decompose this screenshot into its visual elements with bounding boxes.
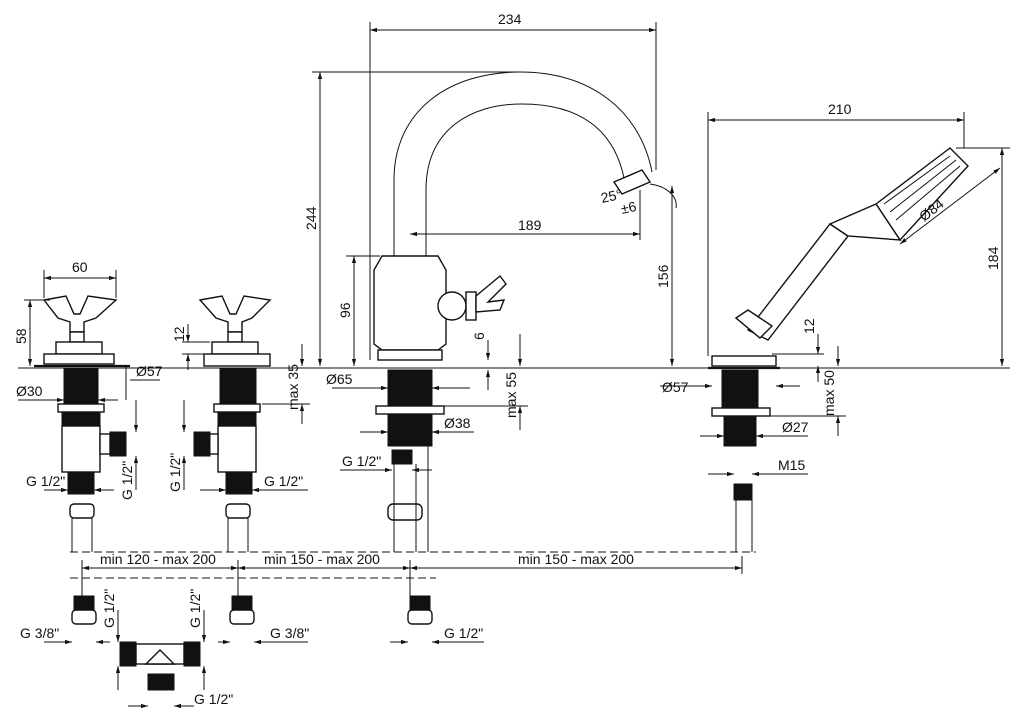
dim-max-55: max 55 [503,372,519,418]
dim-conn-half-c: G 1/2" [26,473,65,489]
dim-body-height: 96 [337,302,353,318]
dim-shower-57: Ø57 [662,379,689,395]
dim-spout-reach: 189 [518,217,542,233]
dim-g12-vert-right: G 1/2" [187,589,203,628]
dimension-lines [18,22,1010,709]
dim-max-35: max 35 [285,364,301,410]
spout [373,71,653,552]
dim-spout-width: 234 [498,11,522,27]
dim-shower-height: 184 [985,246,1001,270]
dim-shower-27: Ø27 [782,419,809,435]
dim-g38-right: G 3/8" [270,625,309,641]
dim-conn-half-b: G 1/2" [167,453,183,492]
dim-conn-half-a: G 1/2" [119,461,135,500]
dim-stem-30: Ø30 [16,383,43,399]
dim-shower-length: 210 [828,101,852,117]
dim-spout-angle-tol: ±6 [619,198,638,217]
dim-spout-38: Ø38 [444,415,471,431]
dim-shower-m15: M15 [778,457,805,473]
dim-flange-57-left: Ø57 [136,363,163,379]
dim-max-50: max 50 [821,370,837,416]
dim-height-12-mid: 12 [171,326,187,342]
dim-spout-conn: G 1/2" [342,453,381,469]
dim-spout-base-65: Ø65 [326,371,353,387]
dim-outlet-height: 156 [655,264,671,288]
dim-conn-half-d: G 1/2" [264,473,303,489]
dim-spout-angle: 25° [599,186,623,206]
valve-mid [193,295,272,552]
dim-spacing-3: min 150 - max 200 [518,551,634,567]
dim-spout-height: 244 [303,206,319,230]
dim-g12-bottom: G 1/2" [194,691,233,707]
dimension-labels: 234 244 189 25° ±6 96 156 60 58 Ø57 Ø30 … [13,11,1001,707]
dim-g12-right-conn: G 1/2" [444,625,483,641]
dim-spacing-2: min 150 - max 200 [264,551,380,567]
dim-handle-height: 58 [13,328,29,344]
lower-mixer [71,595,433,691]
dim-spacing-1: min 120 - max 200 [100,551,216,567]
dim-spout-6: 6 [471,332,487,340]
dim-g12-vert-left: G 1/2" [101,589,117,628]
valve-left [34,295,130,552]
dim-handle-width: 60 [72,259,88,275]
dim-shower-12: 12 [801,318,817,334]
dim-g38-left: G 3/8" [20,625,59,641]
